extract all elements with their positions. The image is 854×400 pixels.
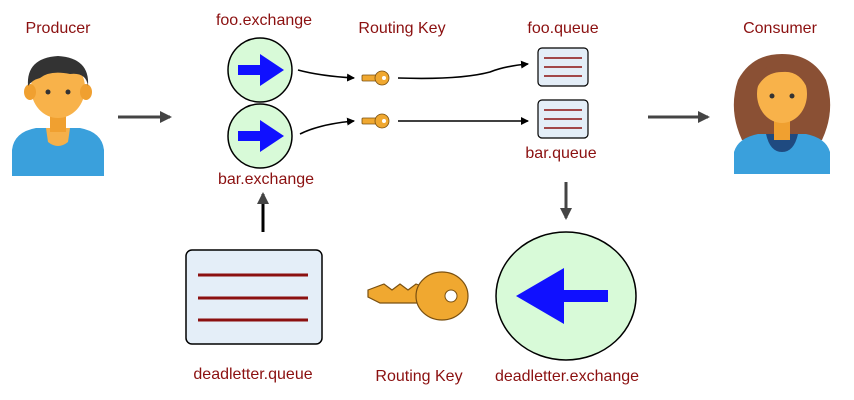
producer-label: Producer	[25, 20, 91, 37]
deadletter-queue-node	[185, 249, 323, 345]
bar-exchange-label: bar.exchange	[217, 171, 315, 188]
routing-key-icon	[361, 113, 390, 129]
foo-exchange-label: foo.exchange	[215, 12, 313, 29]
consumer-label: Consumer	[743, 20, 817, 37]
routing-key-icon	[361, 70, 390, 86]
deadletter-exchange-node	[495, 231, 637, 361]
bar-queue-label: bar.queue	[525, 145, 597, 162]
routing-key-bottom-label: Routing Key	[375, 368, 463, 385]
foo-queue-node	[537, 47, 589, 87]
bar-queue-node	[537, 99, 589, 139]
bar-exchange-node	[227, 103, 293, 169]
foo-key-to-queue-line	[397, 60, 529, 80]
producer-avatar	[12, 56, 104, 176]
deadletter-queue-label: deadletter.queue	[193, 366, 313, 383]
routing-key-top-label: Routing Key	[358, 20, 446, 37]
bar-exchange-to-key-line	[299, 117, 355, 135]
routing-key-large-icon	[367, 271, 469, 321]
foo-exchange-node	[227, 37, 293, 103]
foo-exchange-to-key-line	[297, 69, 355, 82]
consumer-avatar	[733, 54, 831, 174]
deadletter-exchange-label: deadletter.exchange	[494, 368, 640, 385]
foo-queue-label: foo.queue	[527, 20, 599, 37]
